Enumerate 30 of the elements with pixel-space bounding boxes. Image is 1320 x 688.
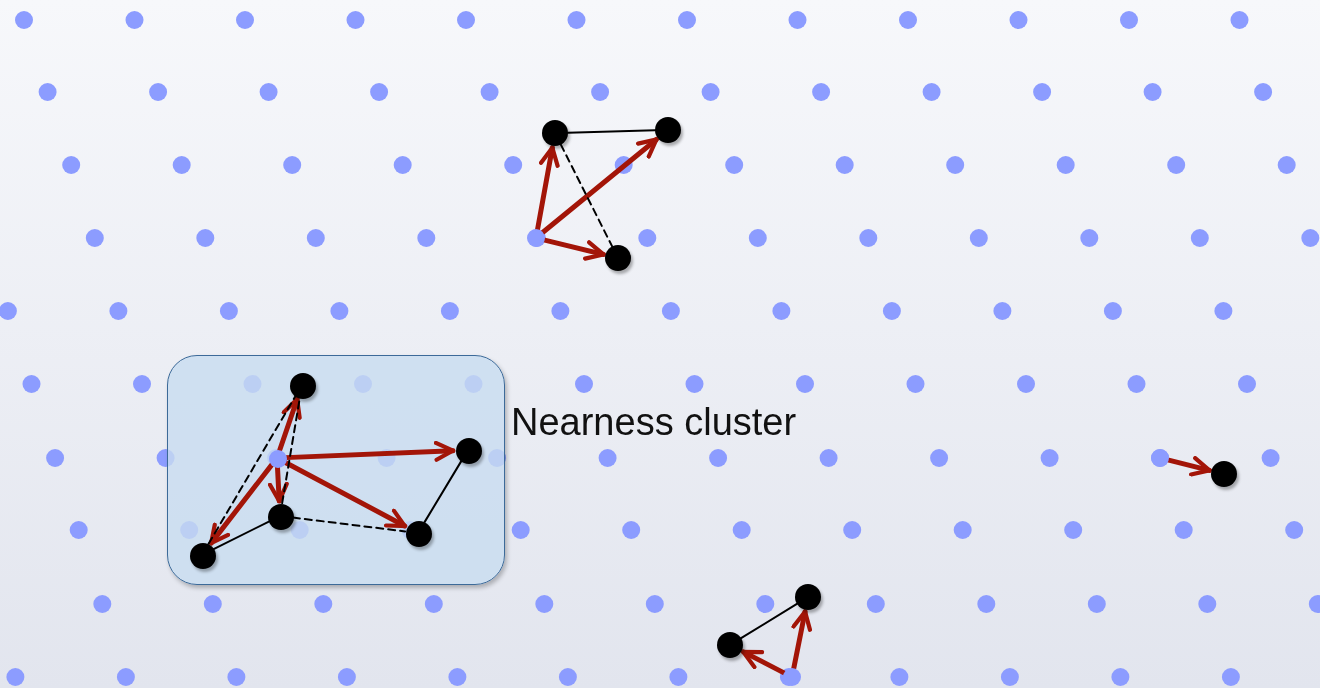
point-marker	[605, 245, 631, 271]
point-marker	[795, 584, 821, 610]
connector-line	[207, 395, 297, 545]
arrow	[791, 609, 813, 671]
point-marker	[190, 543, 216, 569]
lattice-point	[527, 229, 545, 247]
connector-line	[212, 520, 270, 551]
connector-line	[559, 143, 614, 248]
connector-line	[567, 129, 656, 134]
connector-line	[423, 460, 463, 523]
arrow	[740, 649, 787, 676]
point-marker	[406, 521, 432, 547]
lattice-point	[269, 450, 287, 468]
point-marker	[290, 373, 316, 399]
point-marker	[655, 117, 681, 143]
lattice-point	[783, 668, 801, 686]
arrow	[540, 137, 659, 235]
point-marker	[268, 504, 294, 530]
arrow	[1166, 456, 1212, 477]
arrow	[208, 462, 274, 546]
point-marker	[456, 438, 482, 464]
connector-line	[740, 602, 798, 640]
point-marker	[542, 120, 568, 146]
arrow	[277, 396, 302, 452]
cluster-label: Nearness cluster	[511, 401, 797, 444]
arrow	[542, 237, 606, 261]
lattice-point	[1151, 449, 1169, 467]
point-marker	[1211, 461, 1237, 487]
point-marker	[717, 632, 743, 658]
arrow	[535, 145, 560, 232]
